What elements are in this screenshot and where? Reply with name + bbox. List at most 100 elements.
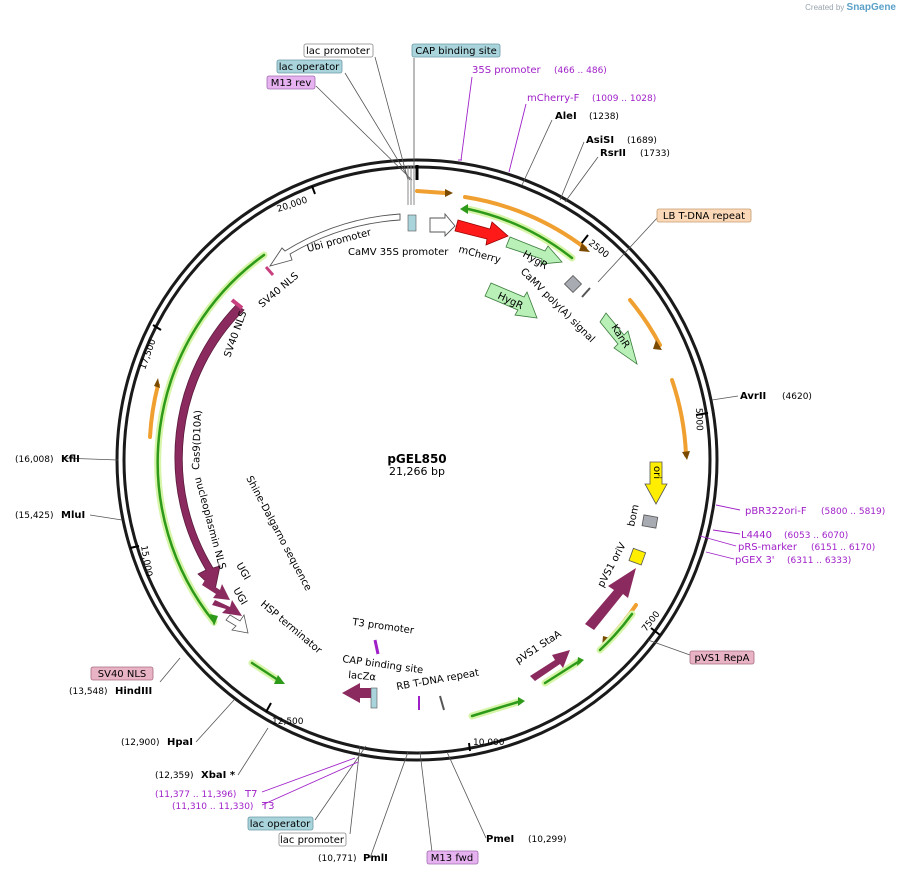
plasmid-size: 21,266 bp bbox=[389, 465, 445, 478]
primer-pbr322: pBR322ori-F (5800 .. 5819) bbox=[745, 506, 885, 517]
svg-text:CAP binding site: CAP binding site bbox=[415, 46, 497, 57]
svg-text:(10,299): (10,299) bbox=[528, 835, 567, 845]
bom-box bbox=[641, 514, 659, 529]
lacza-arrow bbox=[342, 683, 372, 703]
svg-text:(1689): (1689) bbox=[627, 136, 657, 146]
svg-text:HpaI: HpaI bbox=[167, 737, 193, 748]
mcherry-arrow bbox=[454, 219, 509, 246]
ubi-promoter-arrow bbox=[268, 213, 401, 267]
primer-pgex: pGEX 3' (6311 .. 6333) bbox=[735, 555, 851, 566]
svg-text:(12,900): (12,900) bbox=[121, 738, 160, 748]
svg-text:pBR322ori-F: pBR322ori-F bbox=[745, 506, 807, 517]
top-leader-lines bbox=[61, 56, 739, 859]
primer-mcherry-f: mCherry-F (1009 .. 1028) bbox=[527, 93, 656, 104]
svg-text:(15,425): (15,425) bbox=[15, 511, 54, 521]
label-ugi-1: UGI bbox=[233, 561, 252, 582]
site-kfli: (16,008) KflI bbox=[15, 454, 80, 465]
svg-text:pVS1 RepA: pVS1 RepA bbox=[695, 653, 750, 664]
svg-text:XbaI *: XbaI * bbox=[201, 770, 236, 781]
tick-2500: 2500 bbox=[586, 238, 610, 260]
svg-text:lac promoter: lac promoter bbox=[280, 835, 345, 846]
svg-text:KflI: KflI bbox=[61, 454, 80, 465]
primer-t3: (11,310 .. 11,330) T3 bbox=[172, 801, 274, 812]
svg-text:lac promoter: lac promoter bbox=[306, 46, 371, 57]
svg-text:(11,377 .. 11,396): (11,377 .. 11,396) bbox=[155, 790, 236, 800]
tick-12500: 12,500 bbox=[272, 717, 304, 727]
tick-5000: 5000 bbox=[693, 408, 704, 432]
plasmid-name: pGEL850 bbox=[387, 452, 446, 466]
green-annotation-arrows bbox=[210, 204, 584, 706]
svg-text:RsrII: RsrII bbox=[600, 148, 626, 159]
svg-text:LB T-DNA repeat: LB T-DNA repeat bbox=[663, 211, 745, 222]
svg-text:MluI: MluI bbox=[61, 510, 85, 521]
kanr-arrow bbox=[599, 312, 638, 365]
primer-35s: 35S promoter (466 .. 486) bbox=[472, 65, 607, 76]
site-hpai: (12,900) HpaI bbox=[121, 737, 193, 748]
svg-text:T7: T7 bbox=[244, 789, 257, 800]
primer-l4440: L4440 (6053 .. 6070) bbox=[741, 530, 848, 541]
label-mcherry: mCherry bbox=[457, 244, 502, 266]
box-cap-binding-top: CAP binding site bbox=[411, 43, 501, 58]
pvs1-yellow-box bbox=[628, 547, 647, 566]
site-mlui: (15,425) MluI bbox=[15, 510, 85, 521]
box-m13-rev: M13 rev bbox=[266, 75, 316, 90]
svg-text:PmlI: PmlI bbox=[363, 853, 388, 864]
svg-text:PmeI: PmeI bbox=[486, 834, 514, 845]
label-t3-promoter: T3 promoter bbox=[351, 617, 416, 637]
label-lacza: lacZα bbox=[348, 670, 377, 683]
hsp-terminator-arrow bbox=[225, 613, 249, 634]
sv40-nls-mark-1 bbox=[264, 266, 275, 276]
sv40-nls-mark-2 bbox=[230, 298, 244, 310]
box-lac-operator-top: lac operator bbox=[276, 59, 343, 74]
svg-text:(1238): (1238) bbox=[589, 112, 619, 122]
label-sv40-nls-1: SV40 NLS bbox=[257, 271, 301, 311]
tick-20000: 20,000 bbox=[276, 196, 309, 215]
svg-text:AsiSI: AsiSI bbox=[586, 135, 614, 146]
ugi-arrow-2 bbox=[212, 600, 242, 616]
lacza-marker bbox=[370, 687, 378, 709]
site-hindiii: (13,548) HindIII bbox=[69, 686, 152, 697]
tick-10000: 10,000 bbox=[473, 738, 505, 748]
label-cas9: Cas9(D10A) bbox=[191, 410, 204, 470]
label-bom: bom bbox=[626, 504, 641, 528]
svg-text:(4620): (4620) bbox=[782, 392, 812, 402]
svg-text:(11,310 .. 11,330): (11,310 .. 11,330) bbox=[172, 802, 253, 812]
svg-text:35S promoter: 35S promoter bbox=[472, 65, 542, 76]
svg-text:M13 fwd: M13 fwd bbox=[431, 853, 473, 864]
pvs1-oriv-arrow bbox=[585, 568, 636, 630]
svg-text:SV40 NLS: SV40 NLS bbox=[98, 669, 147, 680]
position-ticks bbox=[129, 166, 709, 752]
primer-t7: (11,377 .. 11,396) T7 bbox=[155, 789, 257, 800]
pvs1-staa-arrow bbox=[530, 650, 570, 681]
svg-text:HindIII: HindIII bbox=[115, 686, 152, 697]
cap-binding-marker bbox=[407, 214, 417, 232]
ori-arrow bbox=[644, 461, 668, 505]
svg-text:AvrII: AvrII bbox=[740, 391, 766, 402]
box-m13-fwd: M13 fwd bbox=[426, 850, 479, 865]
site-asisi: AsiSI (1689) bbox=[586, 135, 657, 146]
box-lac-operator-bottom: lac operator bbox=[247, 816, 314, 831]
hygr-arrow-1 bbox=[505, 236, 563, 265]
rb-repeat-mark bbox=[439, 695, 445, 711]
box-pvs1-repa: pVS1 RepA bbox=[689, 650, 755, 665]
cas9-arrow bbox=[174, 304, 245, 591]
site-pmli: (10,771) PmlI bbox=[318, 853, 388, 864]
svg-text:AleI: AleI bbox=[555, 111, 577, 122]
svg-text:(12,359): (12,359) bbox=[155, 771, 194, 781]
camv35s-arrow bbox=[429, 212, 456, 238]
site-pmei: PmeI (10,299) bbox=[486, 834, 567, 845]
svg-text:mCherry-F: mCherry-F bbox=[527, 93, 580, 104]
label-shine: Shine-Dalgarno sequence bbox=[243, 474, 313, 593]
label-hsp: HSP terminator bbox=[258, 599, 324, 657]
svg-text:(6053 .. 6070): (6053 .. 6070) bbox=[784, 531, 848, 541]
green-annotation-arcs bbox=[154, 205, 636, 720]
svg-text:pRS-marker: pRS-marker bbox=[738, 542, 798, 553]
hygr-arrow-2 bbox=[484, 282, 538, 319]
svg-text:(13,548): (13,548) bbox=[69, 687, 108, 697]
camv-polya-box bbox=[563, 274, 583, 294]
primer-leader-lines bbox=[261, 76, 741, 806]
lb-repeat-mark bbox=[581, 287, 591, 298]
box-lb-repeat: LB T-DNA repeat bbox=[656, 208, 752, 223]
svg-text:(6151 .. 6170): (6151 .. 6170) bbox=[811, 543, 875, 553]
